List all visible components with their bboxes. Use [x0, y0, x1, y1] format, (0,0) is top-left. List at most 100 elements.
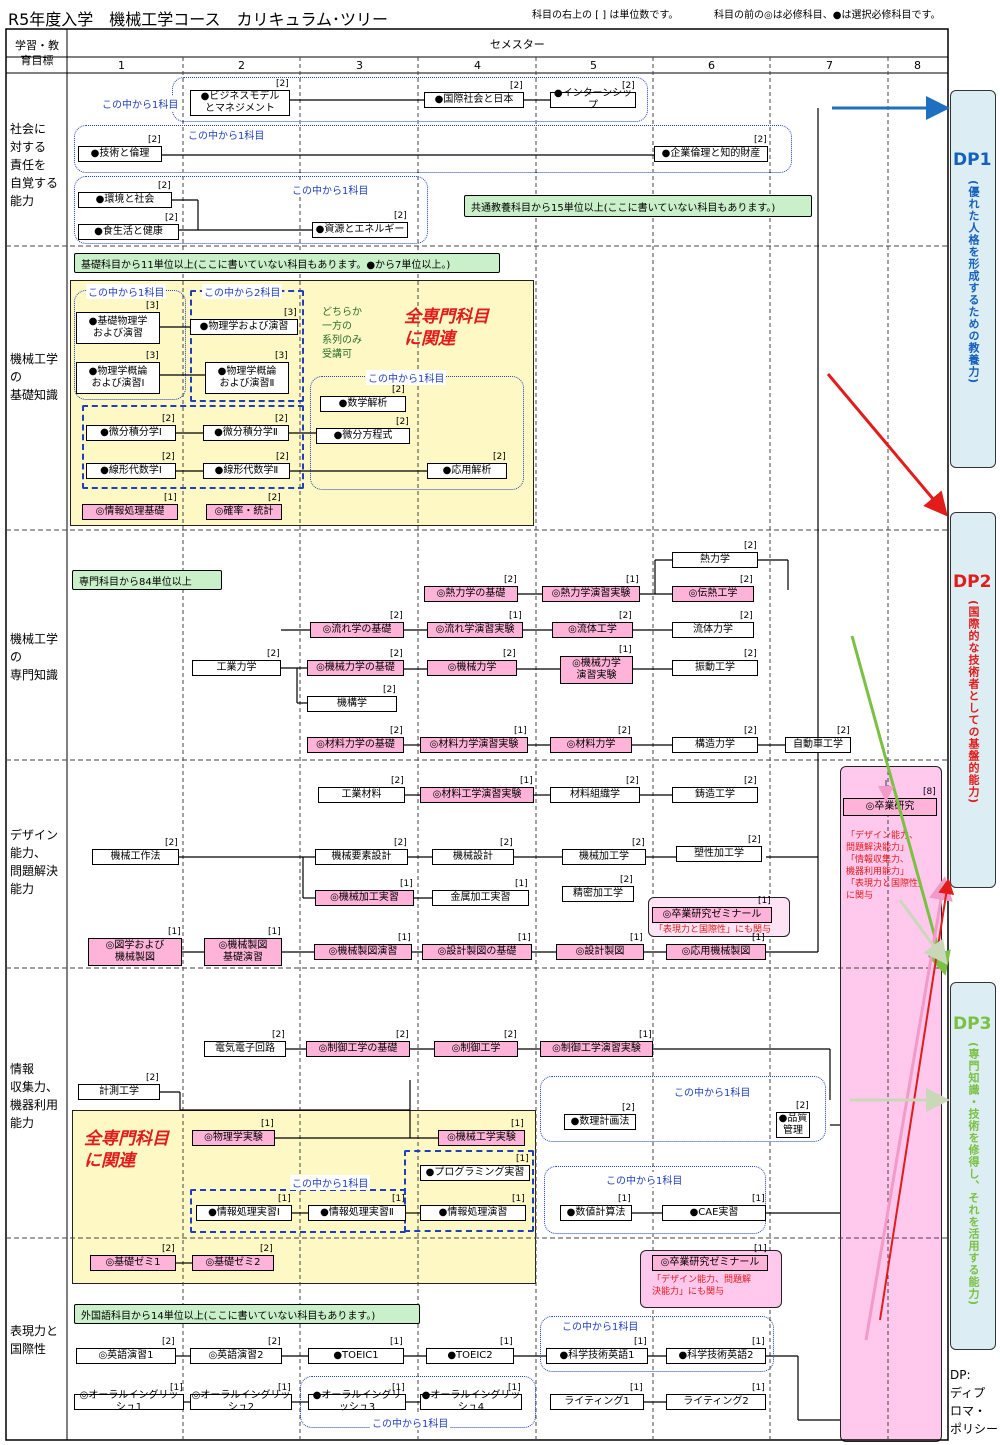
course-control-basics: ◎制御工学の基礎: [306, 1041, 410, 1057]
credit-label: [2]: [383, 685, 396, 695]
course-applied-analysis: ●応用解析: [427, 463, 507, 479]
credit-label: [1]: [626, 575, 639, 585]
course-calculus-2: ●微分積分学Ⅱ: [203, 425, 289, 441]
course-mechanism: 機構学: [307, 696, 397, 712]
dp1-desc: (優れた人格を形成するための教養力): [967, 180, 980, 385]
credit-label: [1]: [268, 927, 281, 937]
course-thermo-lab: ◎熱力学演習実験: [542, 586, 640, 602]
credit-label: [2]: [276, 452, 289, 462]
credit-label: [1]: [752, 1383, 765, 1393]
credit-label: [1]: [390, 1337, 403, 1347]
credit-label: [2]: [619, 611, 632, 621]
course-calculus-1: ●微分積分学Ⅰ: [86, 425, 176, 441]
credit-label: [1]: [639, 1030, 652, 1040]
course-physics-lab: ◎物理学実験: [192, 1130, 275, 1146]
course-linear-algebra-2: ●線形代数学Ⅱ: [203, 463, 290, 479]
course-design-drawing: ◎設計製図: [556, 944, 644, 960]
semester-header: セメスター: [490, 38, 545, 51]
credit-label: [2]: [796, 1101, 809, 1111]
credit-label: [1]: [500, 1337, 513, 1347]
credit-label: [3]: [275, 351, 288, 361]
seminar-note-2: 「デザイン能力、問題解 決能力」にも関与: [652, 1275, 752, 1297]
credit-label: [2]: [275, 414, 288, 424]
credit-label: [2]: [744, 726, 757, 736]
course-flow-lab: ◎流れ学演習実験: [427, 622, 523, 638]
credit-label: [2]: [748, 835, 761, 845]
credit-label: [1]: [392, 1194, 405, 1204]
related-note-upper: 全専門科目 に関連: [404, 307, 489, 349]
course-business-model: ●ビジネスモデル とマネジメント: [190, 90, 290, 116]
credit-label: [2]: [165, 838, 178, 848]
course-thermo-basics: ◎熱力学の基礎: [424, 586, 518, 602]
credit-label: [1]: [508, 1383, 521, 1393]
course-resources-energy: ●資源とエネルギー: [312, 222, 408, 238]
course-corporate-ethics: ●企業倫理と知的財産: [654, 146, 768, 162]
credit-label: [2]: [754, 135, 767, 145]
foreign-requirement: 外国語科目から14単位以上(ここに書いていない科目もあります。): [74, 1304, 420, 1324]
semester-8: 8: [914, 59, 921, 72]
dp2-box: [950, 512, 996, 888]
credit-label: [2]: [268, 493, 281, 503]
semester-4: 4: [474, 59, 481, 72]
credit-label: [1]: [630, 1383, 643, 1393]
row-label-basic-knowledge: 機械工学 の 基礎知識: [10, 352, 59, 402]
course-strength-basics: ◎材料力学の基礎: [307, 737, 404, 753]
credit-label: [2]: [162, 1244, 175, 1254]
credit-label: [2]: [504, 575, 517, 585]
credit-label: [2]: [740, 611, 753, 621]
credit-label: [3]: [284, 308, 297, 318]
course-oral-english-3: ●オーラルイングリッシュ3: [308, 1390, 406, 1413]
credit-label: [1]: [168, 927, 181, 937]
credit-label: [2]: [503, 649, 516, 659]
credit-label: [1]: [619, 645, 632, 655]
credit-label: [2]: [162, 1337, 175, 1347]
dp2-title: DP2: [953, 572, 992, 592]
credit-label: [2]: [622, 81, 635, 91]
credit-label: [2]: [504, 1030, 517, 1040]
credit-label: [2]: [268, 1337, 281, 1347]
course-writing-2: ライティング2: [666, 1394, 766, 1410]
course-mech-dynamics-lab: ◎機械力学 演習実験: [560, 656, 633, 684]
credit-label: [1]: [520, 776, 533, 786]
credit-label: [2]: [390, 611, 403, 621]
credit-label: [2]: [260, 1244, 273, 1254]
course-info-practice-2: ●情報処理実習Ⅱ: [308, 1205, 406, 1221]
credit-label: [2]: [390, 649, 403, 659]
course-machining: 機械加工学: [562, 849, 646, 865]
course-programming: ●プログラミング実習: [420, 1165, 530, 1181]
credit-label: [2]: [394, 838, 407, 848]
group-label: この中から1科目: [86, 284, 167, 299]
credit-label: [1]: [514, 726, 527, 736]
course-casting: 鋳造工学: [672, 787, 758, 803]
course-mech-dynamics-basics: ◎機械力学の基礎: [307, 660, 404, 676]
course-oral-english-2: ◎オーラルイングリッシュ2: [190, 1390, 292, 1413]
course-machining-methods: 機械工作法: [92, 849, 179, 865]
course-graduation-research: ◎卒業研究: [843, 798, 937, 816]
course-mech-lab: ◎機械工学実験: [438, 1130, 525, 1146]
course-math-programming: ●数理計画法: [564, 1114, 636, 1130]
course-quality-control: ●品質 管理: [776, 1112, 810, 1138]
course-cae: ●CAE実習: [662, 1205, 766, 1221]
credit-label: [1]: [261, 1119, 274, 1129]
course-applied-drawing: ◎応用機械製図: [666, 944, 766, 960]
dp2-desc: (国際的な技術者としての基盤的能力): [967, 600, 980, 805]
related-note-lower: 全専門科目 に関連: [84, 1129, 169, 1171]
credit-label: [2]: [146, 1073, 159, 1083]
semester-2: 2: [238, 59, 245, 72]
special-requirement: 専門科目から84単位以上: [72, 570, 222, 590]
course-industrial-materials: 工業材料: [318, 787, 405, 803]
course-metallography: 材料組織学: [550, 787, 640, 803]
credit-label: [1]: [392, 1383, 405, 1393]
credit-label: [1]: [170, 1383, 183, 1393]
course-fluid-mechanics: 流体力学: [672, 622, 754, 638]
credit-label: [2]: [158, 181, 171, 191]
course-physics-intro-1: ●物理学概論 および演習Ⅰ: [76, 362, 160, 394]
credit-label: [2]: [162, 414, 175, 424]
credit-label: [2]: [837, 726, 850, 736]
course-machine-design-elements: 機械要素設計: [315, 849, 408, 865]
group-label: この中から1科目: [560, 1318, 641, 1333]
course-measurement: 計測工学: [78, 1084, 160, 1100]
dp3-desc: (専門知識・技術を修得し、それを活用する能力): [967, 1042, 980, 1307]
course-precision-machining: 精密加工学: [562, 886, 634, 902]
credit-label: [3]: [146, 351, 159, 361]
